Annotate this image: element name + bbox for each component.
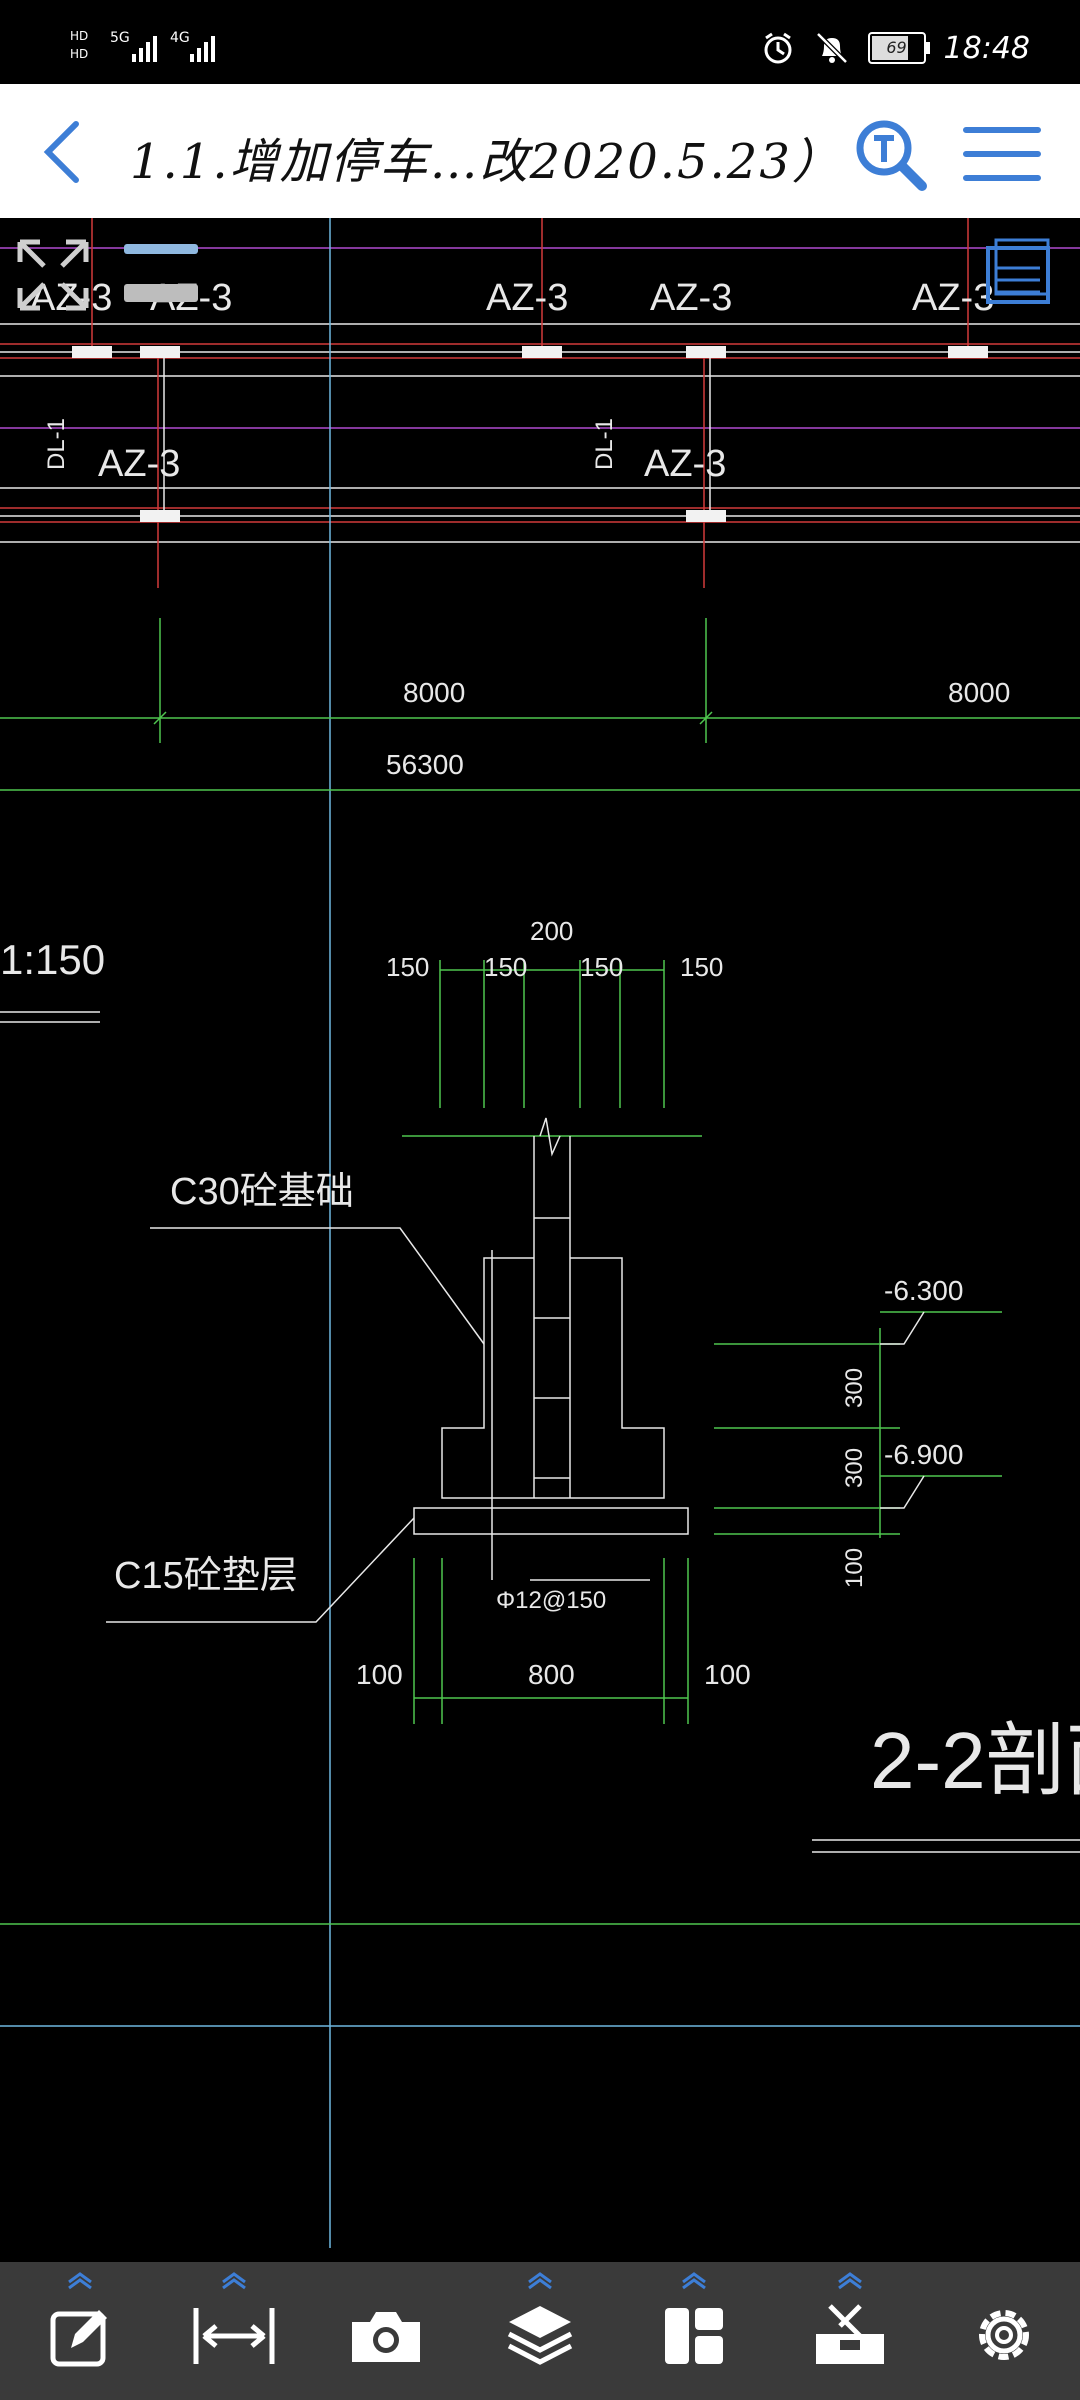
svg-text:HD: HD (70, 47, 88, 61)
dimension-150: 150 (580, 952, 623, 982)
dimension-300: 300 (841, 1368, 868, 1408)
edit-icon[interactable] (45, 2300, 115, 2370)
dimension-100: 100 (841, 1548, 868, 1588)
signal-strength-icon: HD HD 5G 4G (70, 29, 215, 62)
dimension-150: 150 (386, 952, 429, 982)
c15-label: C15砼垫层 (114, 1555, 298, 1597)
measure-icon[interactable] (192, 2300, 276, 2370)
document-title: 1.1.增加停车…改2020.5.23） (130, 134, 842, 190)
status-bar: HD HD 5G 4G 69 18:48 (0, 0, 1080, 84)
chevron-up-icon[interactable] (219, 2270, 249, 2290)
camera-tool (316, 2262, 456, 2400)
svg-text:4G: 4G (170, 30, 190, 46)
dimension-200: 200 (530, 916, 573, 946)
dimension-300: 300 (841, 1448, 868, 1488)
dl1-label: DL-1 (591, 418, 618, 470)
az3-labels: AZ-3 AZ-3 AZ-3 AZ-3 AZ-3 AZ-3 AZ-3 (30, 277, 994, 485)
layout-tool[interactable] (624, 2262, 764, 2400)
menu-icon[interactable] (962, 124, 1042, 184)
az3-label: AZ-3 (650, 277, 732, 319)
dimension-800: 800 (528, 1659, 575, 1690)
dimension-8000: 8000 (403, 677, 465, 708)
signal-icons: HD HD 5G 4G (70, 26, 230, 71)
measure-tool[interactable] (164, 2262, 304, 2400)
dl1-labels: DL-1 DL-1 (43, 418, 618, 470)
drawing-svg: AZ-3 AZ-3 AZ-3 AZ-3 AZ-3 AZ-3 AZ-3 DL-1 … (0, 218, 1080, 2248)
svg-text:5G: 5G (110, 30, 130, 46)
dimension-100: 100 (704, 1659, 751, 1690)
fullscreen-icon[interactable] (17, 239, 89, 311)
settings-icon[interactable] (969, 2300, 1039, 2370)
column-blocks (72, 346, 988, 522)
edit-tool[interactable] (10, 2262, 150, 2400)
dimension-150: 150 (484, 952, 527, 982)
layers-tool[interactable] (470, 2262, 610, 2400)
dimension-100: 100 (356, 1659, 403, 1690)
c30-label: C30砼基础 (170, 1171, 354, 1213)
dimension-8000: 8000 (948, 677, 1010, 708)
dimension-lines (0, 618, 1080, 791)
column-lines (91, 218, 969, 2248)
az3-label: AZ-3 (486, 277, 568, 319)
camera-icon[interactable] (346, 2300, 426, 2370)
chevron-up-icon[interactable] (679, 2270, 709, 2290)
cad-canvas[interactable]: AZ-3 AZ-3 AZ-3 AZ-3 AZ-3 AZ-3 AZ-3 DL-1 … (0, 218, 1080, 2262)
footing-section: 200 150 150 150 150 C30 (106, 916, 1002, 1724)
elevation-6900: -6.900 (884, 1439, 963, 1470)
dimension-texts: 8000 8000 56300 (386, 677, 1010, 780)
az3-label: AZ-3 (98, 443, 180, 485)
rebar-label: Φ12@150 (496, 1587, 606, 1614)
toolbox-icon[interactable] (810, 2300, 890, 2370)
layout-icon[interactable] (659, 2300, 729, 2370)
dimension-150: 150 (680, 952, 723, 982)
progress-indicator (124, 244, 198, 254)
pages-icon[interactable] (986, 238, 1050, 304)
az3-label: AZ-3 (912, 277, 994, 319)
chevron-up-icon[interactable] (835, 2270, 865, 2290)
layers-icon[interactable] (505, 2300, 575, 2370)
alarm-icon (764, 32, 792, 64)
tools-tool[interactable] (780, 2262, 920, 2400)
dimension-56300: 56300 (386, 749, 464, 780)
text-search-icon[interactable] (852, 116, 928, 192)
status-pill (124, 284, 198, 302)
bottom-toolbar (0, 2262, 1080, 2400)
section-title: 2-2剖面 (870, 1716, 1080, 1805)
settings-tool[interactable] (934, 2262, 1074, 2400)
elevation-6300: -6.300 (884, 1275, 963, 1306)
svg-text:HD: HD (70, 29, 88, 43)
az3-label: AZ-3 (644, 443, 726, 485)
bell-muted-icon (815, 32, 848, 64)
back-arrow-icon[interactable] (38, 120, 88, 184)
clock-time: 18:48 (943, 30, 1030, 66)
title-bar: 1.1.增加停车…改2020.5.23） (0, 84, 1080, 218)
battery-icon: 69 (867, 32, 930, 64)
dl1-label: DL-1 (43, 418, 70, 470)
chevron-up-icon[interactable] (525, 2270, 555, 2290)
scale-label: 1:150 (0, 936, 105, 983)
chevron-up-icon[interactable] (65, 2270, 95, 2290)
